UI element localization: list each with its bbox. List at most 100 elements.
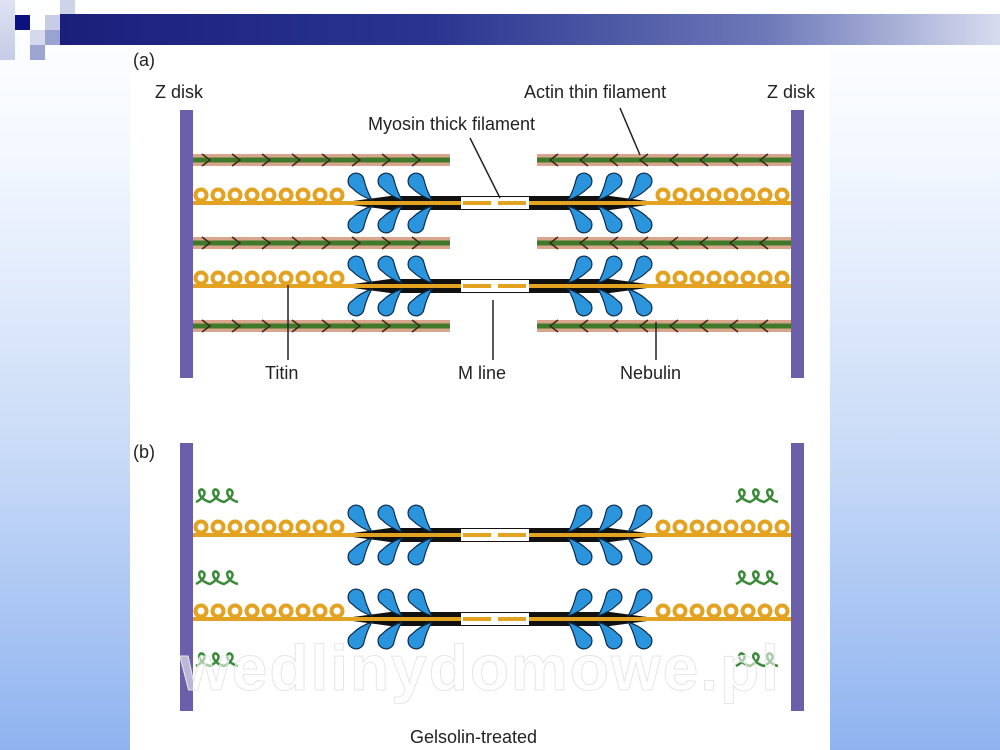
titin-line	[193, 284, 345, 288]
myosin-head	[407, 204, 434, 234]
titin-remnant-coil	[195, 488, 239, 504]
actin-core	[537, 157, 791, 163]
actin-chevron	[668, 236, 679, 250]
actin-chevron	[548, 153, 559, 167]
actin-thin-filament	[193, 153, 450, 167]
myosin-head	[347, 536, 374, 566]
titin-filament	[655, 603, 791, 621]
titin-coil	[244, 187, 260, 203]
myosin-head	[566, 255, 593, 285]
titin-coil	[740, 187, 756, 203]
z-disk	[180, 443, 193, 711]
m-line-dash	[498, 201, 526, 205]
titin-coil	[312, 519, 328, 535]
titin-coil	[210, 603, 226, 619]
deco-square	[15, 15, 30, 30]
actin-chevron	[728, 153, 739, 167]
titin-coil	[193, 519, 209, 535]
myosin-head	[596, 287, 623, 317]
titin-coil	[278, 603, 294, 619]
myosin-head	[566, 504, 593, 534]
titin-coil	[295, 187, 311, 203]
myosin-head	[347, 588, 374, 618]
myosin-head	[626, 172, 653, 202]
titin-coil	[723, 519, 739, 535]
m-line-dash	[498, 617, 526, 621]
actin-chevron	[608, 236, 619, 250]
actin-core	[193, 323, 450, 329]
actin-chevron	[231, 236, 242, 250]
actin-chevron	[201, 319, 212, 333]
titin-coil	[774, 270, 790, 286]
z-disk-right-label: Z disk	[767, 82, 816, 102]
actin-core	[193, 240, 450, 246]
actin-label: Actin thin filament	[524, 82, 666, 102]
deco-square	[60, 0, 75, 15]
actin-thin-filament	[193, 236, 450, 250]
actin-chevron	[758, 319, 769, 333]
actin-chevron	[291, 236, 302, 250]
titin-coil	[689, 270, 705, 286]
coil-path	[195, 652, 239, 668]
titin-coil	[757, 270, 773, 286]
myosin-head	[596, 536, 623, 566]
myosin-head	[626, 504, 653, 534]
titin-remnant-coil	[735, 652, 779, 668]
titin-coil	[672, 603, 688, 619]
myosin-head	[596, 620, 623, 650]
titin-remnant-coil	[735, 570, 779, 586]
titin-line	[655, 533, 791, 537]
m-line-zone	[461, 529, 529, 541]
myosin-head	[377, 588, 404, 618]
titin-coil	[227, 603, 243, 619]
titin-filament	[655, 270, 791, 288]
titin-label: Titin	[265, 363, 298, 383]
myosin-head	[407, 620, 434, 650]
titin-coil	[312, 187, 328, 203]
actin-chevron	[291, 153, 302, 167]
actin-chevron	[578, 319, 589, 333]
myosin-head	[407, 536, 434, 566]
titin-coil	[261, 603, 277, 619]
actin-pointer	[619, 107, 641, 156]
titin-coil	[261, 270, 277, 286]
myosin-head	[566, 287, 593, 317]
actin-chevron	[758, 153, 769, 167]
actin-chevron	[261, 319, 272, 333]
actin-chevron	[381, 319, 392, 333]
actin-chevron	[231, 153, 242, 167]
myosin-label: Myosin thick filament	[368, 114, 535, 134]
actin-core	[193, 157, 450, 163]
slide-decoration	[0, 0, 1000, 60]
panel-b-label: (b)	[133, 442, 155, 462]
titin-coil	[723, 270, 739, 286]
myosin-thick-filament	[340, 504, 660, 566]
actin-chevron	[411, 153, 422, 167]
titin-line	[193, 533, 345, 537]
titin-filament	[193, 187, 345, 205]
titin-coil	[740, 270, 756, 286]
coil-path	[195, 570, 239, 586]
myosin-head	[377, 172, 404, 202]
titin-coil	[295, 270, 311, 286]
titin-coil	[723, 187, 739, 203]
myosin-head	[407, 255, 434, 285]
deco-square	[30, 30, 45, 45]
myosin-head	[596, 172, 623, 202]
titin-coil	[329, 603, 345, 619]
myosin-thick-filament	[340, 172, 660, 234]
titin-coil	[672, 187, 688, 203]
titin-coil	[672, 519, 688, 535]
titin-coil	[295, 519, 311, 535]
myosin-head	[347, 620, 374, 650]
titin-coil	[723, 603, 739, 619]
titin-coil	[655, 187, 671, 203]
m-line-dash	[463, 617, 491, 621]
deco-square	[45, 15, 60, 30]
titin-coil	[706, 603, 722, 619]
titin-coil	[757, 187, 773, 203]
actin-chevron	[548, 236, 559, 250]
z-disk	[791, 110, 804, 378]
titin-coil	[672, 270, 688, 286]
actin-chevron	[291, 319, 302, 333]
